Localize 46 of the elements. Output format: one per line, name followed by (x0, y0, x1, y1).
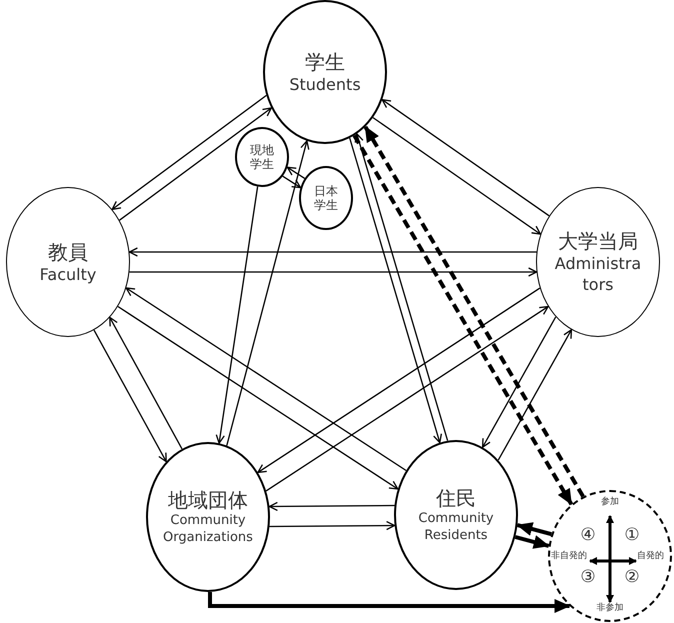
quadrant-circle (548, 490, 672, 622)
arrow (126, 287, 406, 472)
quadrant-number: ① (624, 526, 640, 544)
arrow (119, 107, 272, 221)
quadrant-number: ④ (580, 526, 596, 544)
axis-label: 非自発的 (551, 552, 587, 560)
arrow (514, 535, 550, 549)
arrow (129, 267, 538, 277)
arrow (216, 186, 258, 444)
node-label: Administrators (554, 254, 642, 296)
arrow (112, 94, 267, 210)
arrow (257, 288, 540, 474)
arrow (208, 592, 571, 613)
arrow (372, 117, 542, 235)
node-label: Community Residents (417, 511, 495, 545)
node-label: Students (289, 74, 361, 96)
arrow (482, 316, 556, 448)
arrow (268, 502, 394, 512)
arrow (270, 520, 396, 530)
arrow (93, 330, 167, 462)
arrow (382, 99, 550, 216)
node-label: 住民 (436, 485, 476, 512)
arrow (286, 166, 306, 179)
node-label: 学生 (305, 48, 345, 75)
arrow (118, 306, 398, 490)
node-label: 現地学生 (249, 142, 275, 172)
axis-label: 非参加 (596, 604, 624, 612)
arrow (282, 176, 302, 188)
arrow (266, 306, 549, 492)
arrow (498, 329, 572, 460)
axis-label: 参加 (601, 498, 619, 506)
node-label: Faculty (40, 264, 96, 286)
arrow (109, 316, 183, 450)
quadrant-number: ② (624, 568, 640, 586)
node-label: 地域団体 (168, 487, 248, 514)
quadrant-number: ③ (580, 568, 596, 586)
arrow (226, 140, 310, 446)
axis-label: 自発的 (637, 552, 664, 560)
ellipse-node (235, 127, 289, 187)
arrow (516, 522, 552, 536)
node-label: 大学当局 (558, 228, 638, 254)
ellipse-node (299, 166, 353, 230)
node-label: 日本学生 (313, 184, 339, 212)
node-label: 教員 (48, 238, 88, 265)
node-label: Community Organizations (162, 513, 254, 547)
arrow (128, 247, 537, 257)
